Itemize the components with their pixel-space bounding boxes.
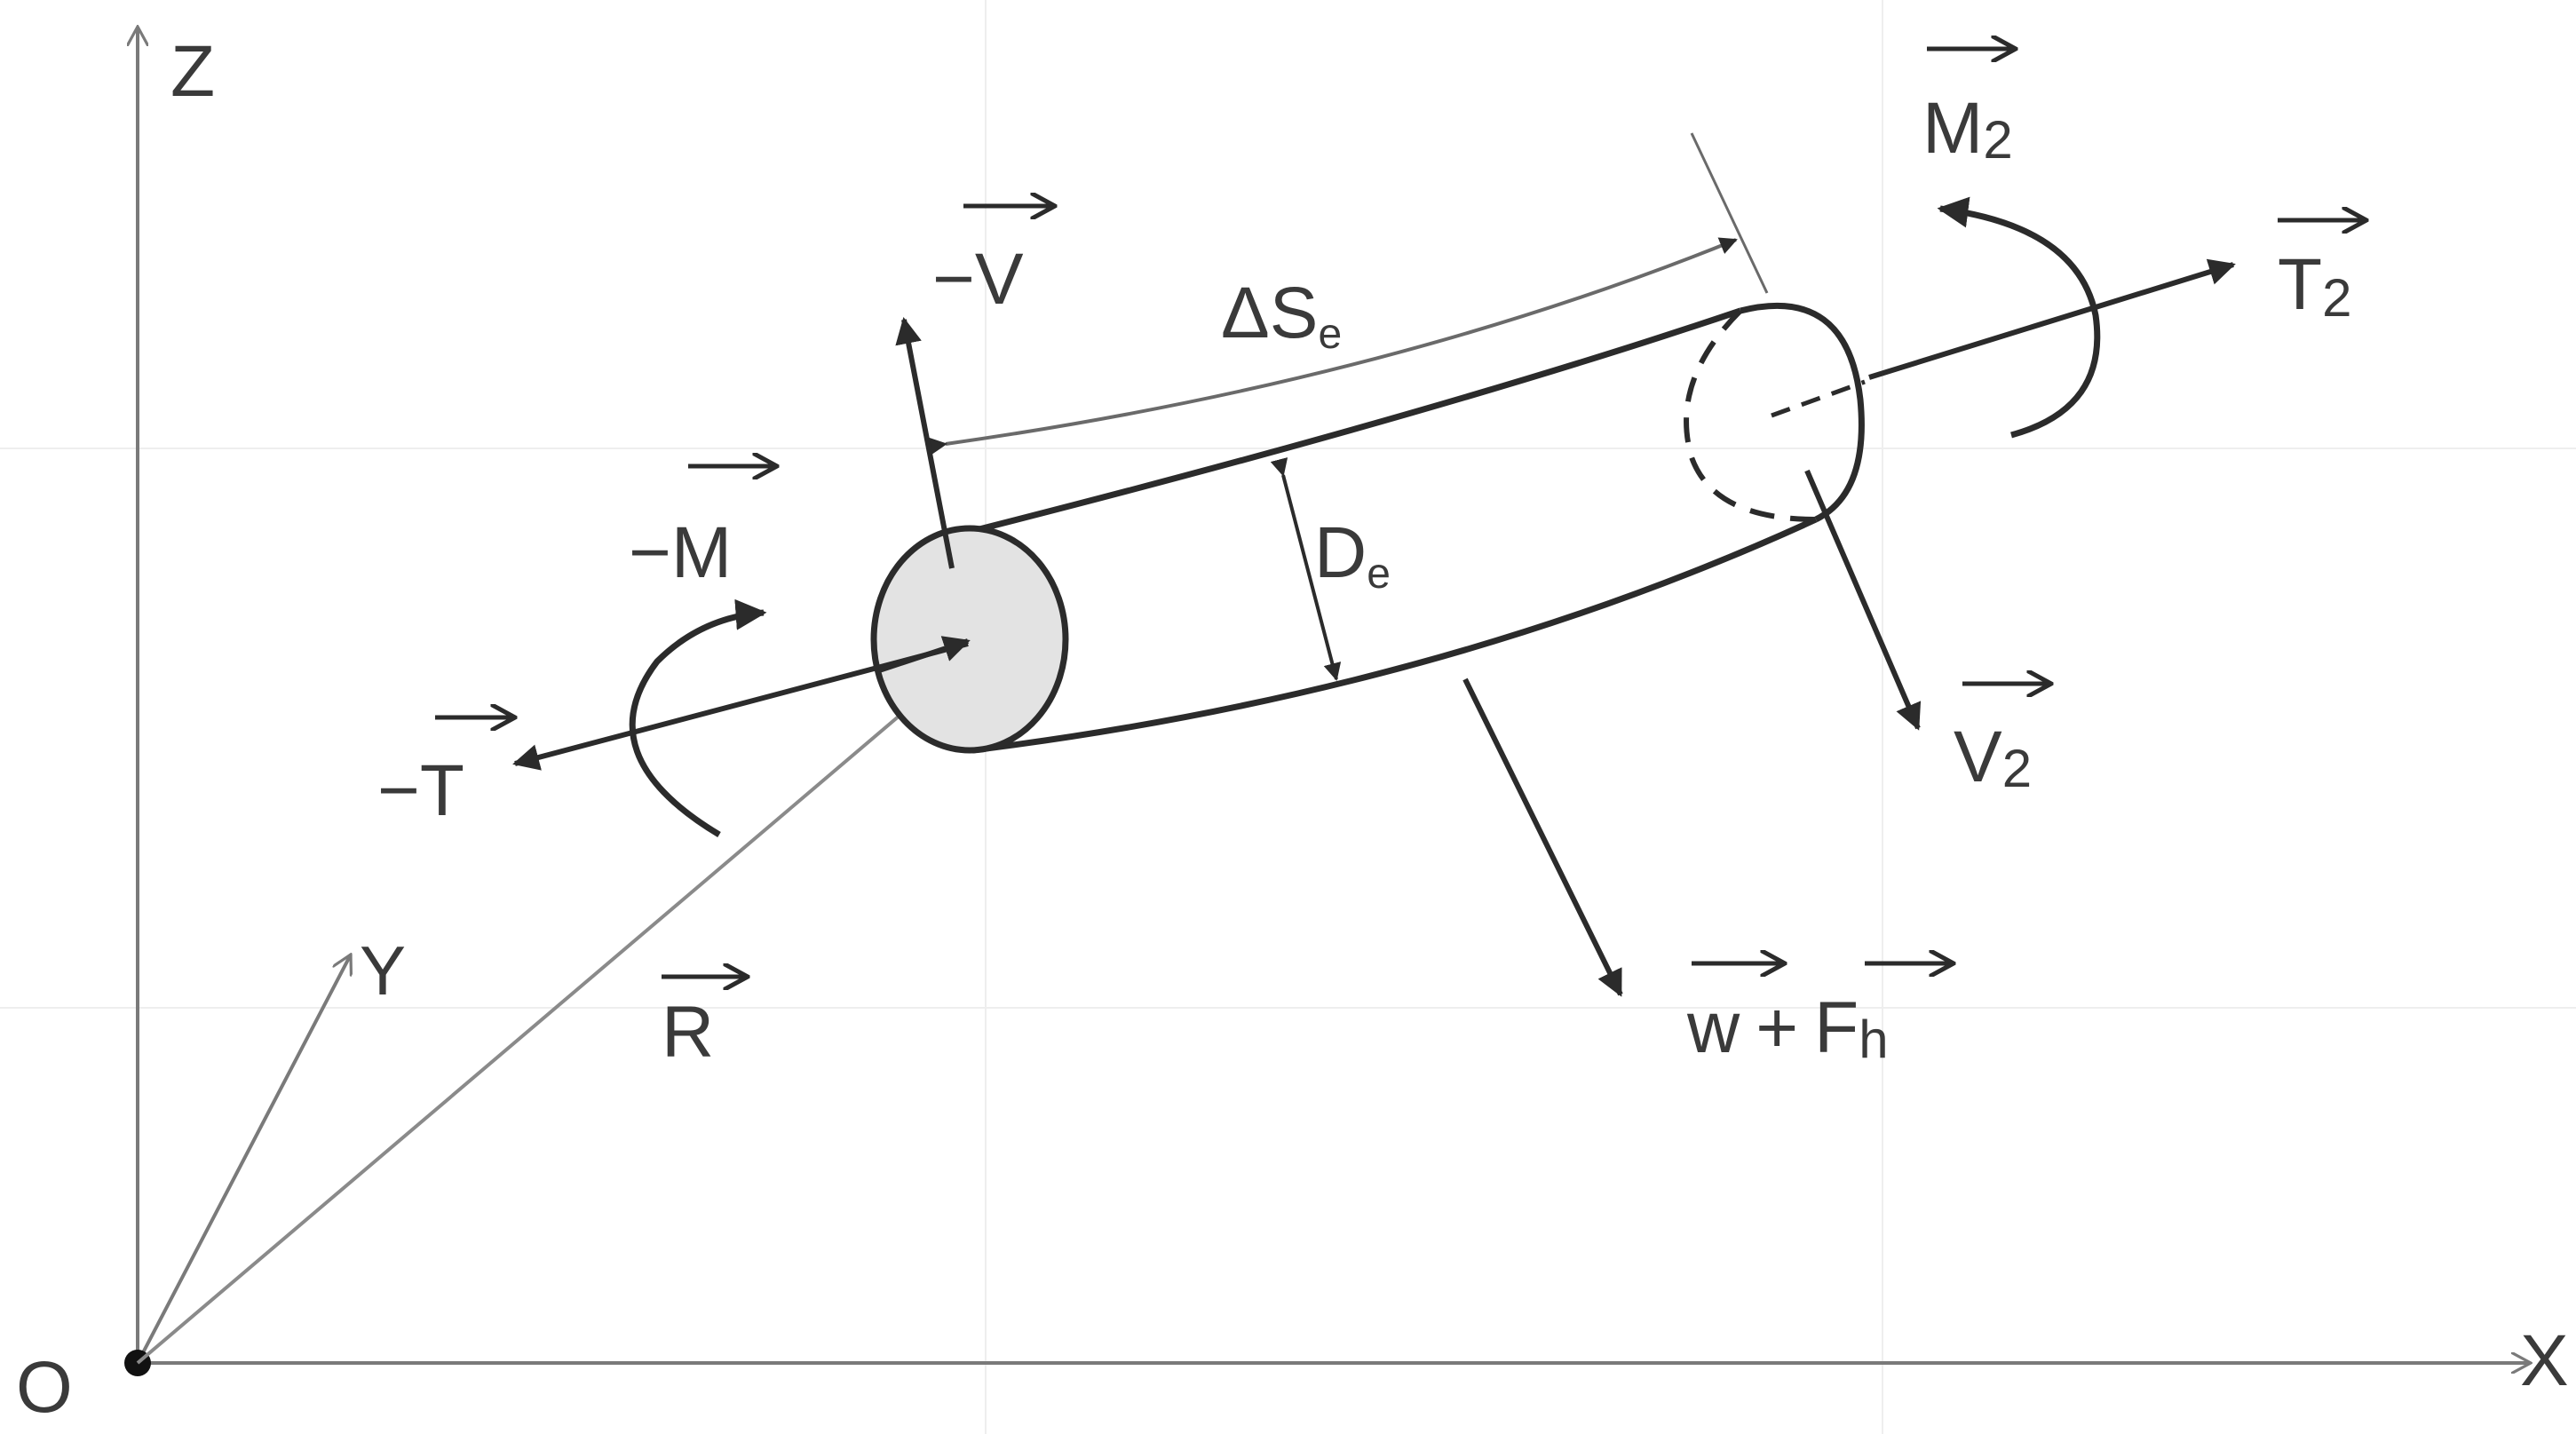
label-v2: V2 bbox=[1954, 717, 2032, 798]
label-m2: M2 bbox=[1922, 88, 2013, 170]
position-vector-r: R bbox=[136, 709, 908, 1365]
origin-label: O bbox=[16, 1347, 73, 1428]
cable-element bbox=[870, 302, 1866, 754]
diameter-annotation: De bbox=[1270, 457, 1391, 681]
label-d-e: De bbox=[1314, 512, 1391, 598]
length-annotation: ΔSe bbox=[928, 132, 1769, 456]
tension-t2: T2 bbox=[1868, 220, 2366, 380]
label-neg-v: −V bbox=[932, 239, 1024, 320]
label-r: R bbox=[662, 992, 714, 1073]
label-neg-t: −T bbox=[377, 750, 464, 831]
tension-neg-t: −T bbox=[377, 636, 971, 831]
y-axis-label: Y bbox=[360, 931, 406, 1010]
label-neg-m: −M bbox=[629, 512, 732, 593]
far-end-center-dashed bbox=[1771, 379, 1866, 418]
y-axis bbox=[136, 955, 351, 1364]
label-t2: T2 bbox=[2278, 244, 2351, 328]
far-end-cap bbox=[1740, 302, 1865, 523]
load-w-plus-fh: w+Fh bbox=[1462, 677, 1954, 1069]
coordinate-axes: O X Z Y bbox=[16, 27, 2569, 1428]
z-axis-label: Z bbox=[170, 31, 215, 112]
cable-bottom-edge bbox=[971, 516, 1818, 754]
x-axis-label: X bbox=[2520, 1320, 2569, 1401]
shear-force-v2: V2 bbox=[1804, 469, 2051, 798]
far-end-hidden-edge bbox=[1684, 308, 1817, 522]
label-w-fh: w+Fh bbox=[1686, 987, 1889, 1069]
moment-neg-m: −M bbox=[629, 466, 777, 838]
label-delta-s: ΔSe bbox=[1221, 273, 1342, 358]
moment-m2: M2 bbox=[1922, 49, 2101, 439]
shear-force-neg-v: −V bbox=[895, 206, 1055, 569]
